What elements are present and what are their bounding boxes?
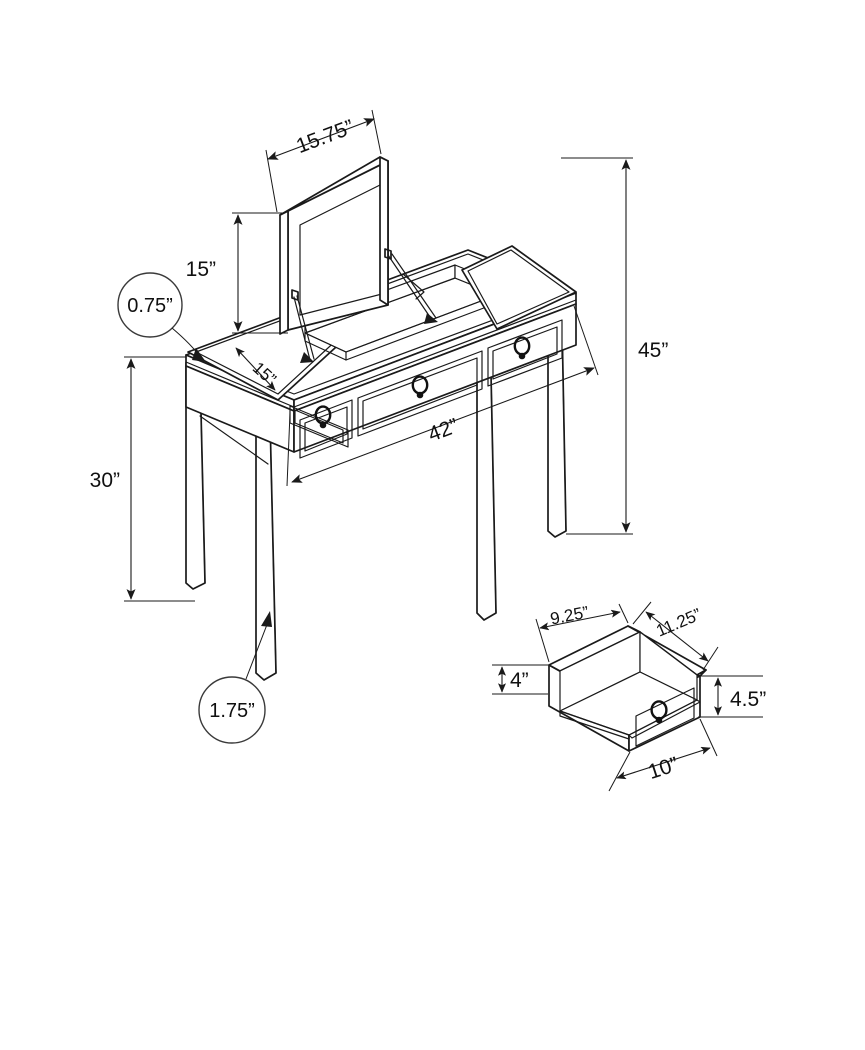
stay-tip-left [300,352,314,363]
left-side-apron [199,415,269,465]
dim-table-height: 30” [90,356,195,602]
callout-label-075: 0.75” [127,295,173,317]
stay-bracket-right [402,273,425,300]
mirror-lid-left-edge [279,210,289,335]
right-panel-bevel [467,249,570,325]
drawer-detail-pull [650,700,668,724]
callout-bubble-075 [117,272,183,338]
stay-pin-right [384,248,392,260]
drawer-left-rim-top [559,710,630,740]
dim-drawer-box-height: 4” [492,664,548,695]
stay-arm-left [293,296,311,361]
callout-leader-175 [245,621,269,680]
right-fixed-top-panel [461,245,577,330]
dim-drawer-front-height: 4.5” [698,675,766,718]
dim-mirror-height: 15” [186,212,288,334]
lid-support-stays [291,248,438,363]
callout-arrow-075 [192,348,206,362]
dim-overall-height: 45” [561,157,668,535]
leg-front-left-edge [269,417,277,674]
stay-arm-left-2 [296,295,315,360]
callout-leg-thickness: 1.75” [198,611,272,744]
callout-top-thickness: 0.75” [117,272,206,362]
cavity-rim-right-2 [345,302,498,361]
stay-pin-left [291,289,299,301]
drawer-front-rim-top [628,699,701,739]
dim-label-drawer-front-height: 4.5” [730,688,766,711]
drawer-pull-right [513,336,531,360]
drawer-detail-view [548,625,707,752]
dim-label-table-height: 30” [90,469,120,492]
stay-tip-right [424,313,438,324]
mirror-lid-right-edge [379,156,389,306]
dim-label-drawer-box-height: 4” [510,669,529,692]
stay-arm-right-2 [391,253,437,319]
dim-label-mirror-height: 15” [186,258,216,281]
drawer-front-panel-inset [635,687,695,747]
cavity-rim-right [345,294,498,353]
right-panel-face [461,245,577,330]
dim-label-overall-height: 45” [638,339,668,362]
mirror-lid-panel [279,156,389,335]
stay-arm-right [387,254,433,321]
callout-label-175: 1.75” [209,700,255,722]
callout-bubble-175 [198,676,266,744]
callout-arrow-175 [261,611,272,627]
